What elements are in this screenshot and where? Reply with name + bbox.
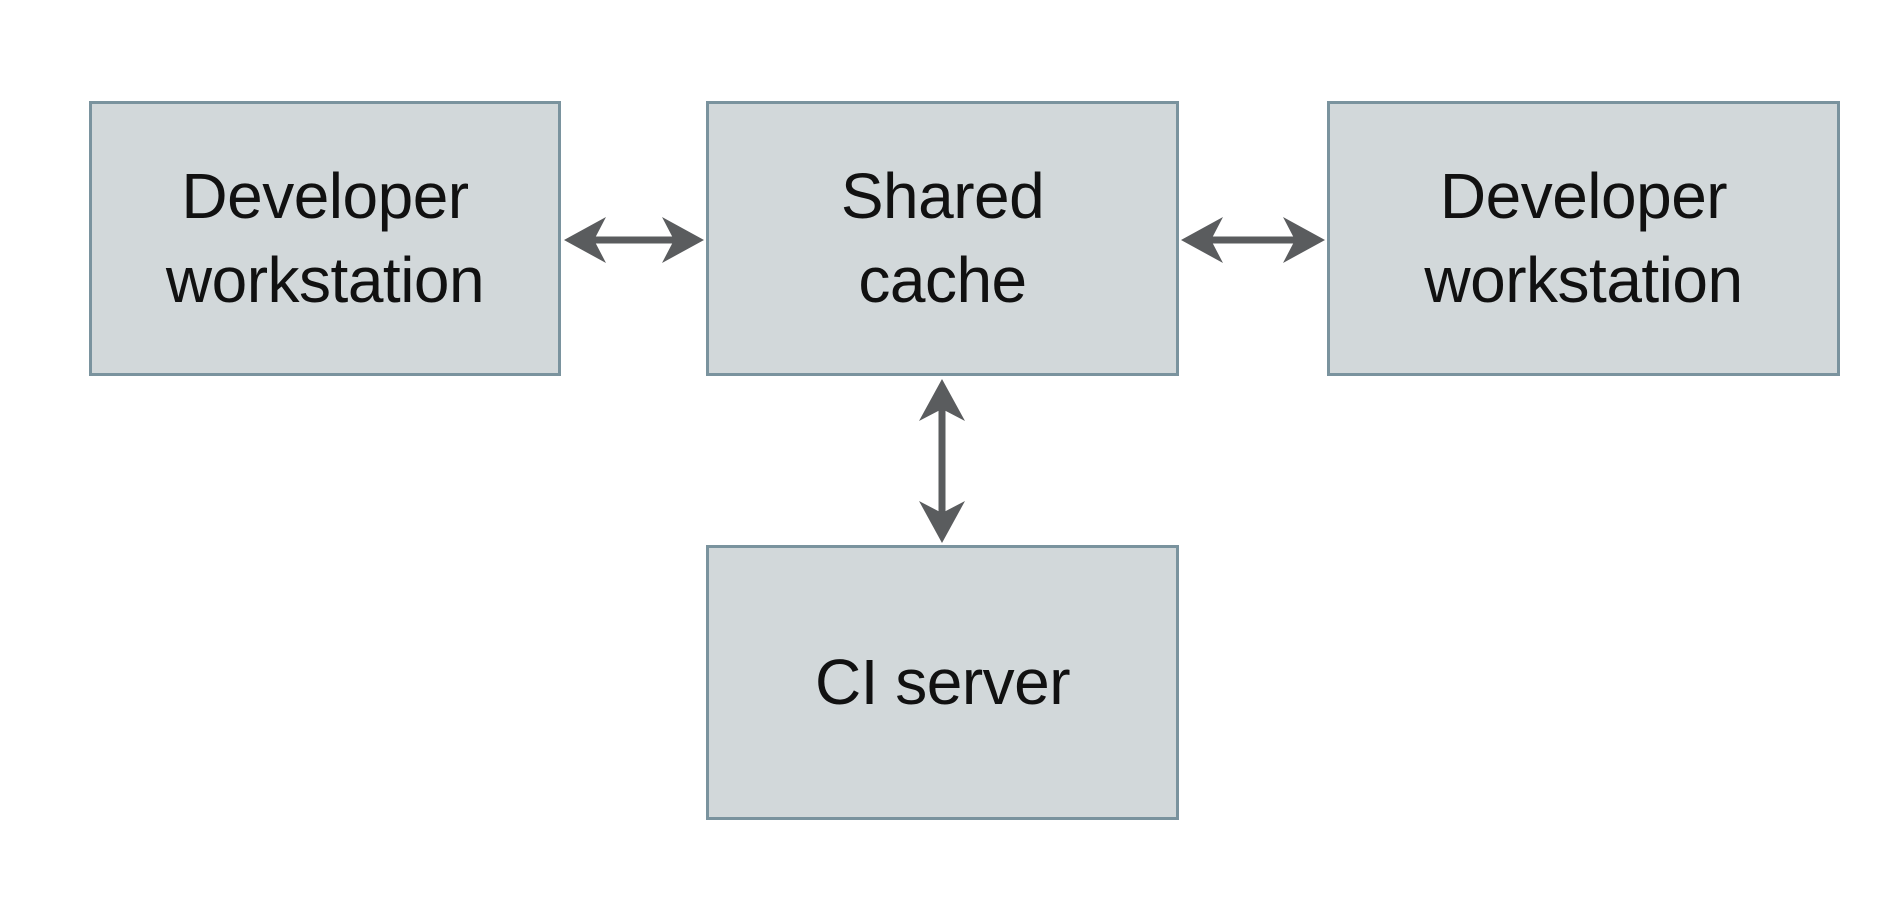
node-developer-workstation-right-label: Developer workstation (1424, 160, 1743, 316)
double-arrow-left-workstation-cache-icon (564, 217, 704, 263)
node-shared-cache: Shared cache (706, 101, 1179, 376)
double-arrow-cache-ci-server-icon (919, 379, 965, 543)
node-developer-workstation-left-label: Developer workstation (165, 160, 485, 316)
node-ci-server-label: CI server (814, 645, 1071, 718)
node-developer-workstation-left: Developer workstation (89, 101, 561, 376)
node-developer-workstation-right: Developer workstation (1327, 101, 1840, 376)
node-shared-cache-label: Shared cache (840, 160, 1045, 316)
double-arrow-cache-right-workstation-icon (1181, 217, 1325, 263)
node-ci-server: CI server (706, 545, 1179, 820)
